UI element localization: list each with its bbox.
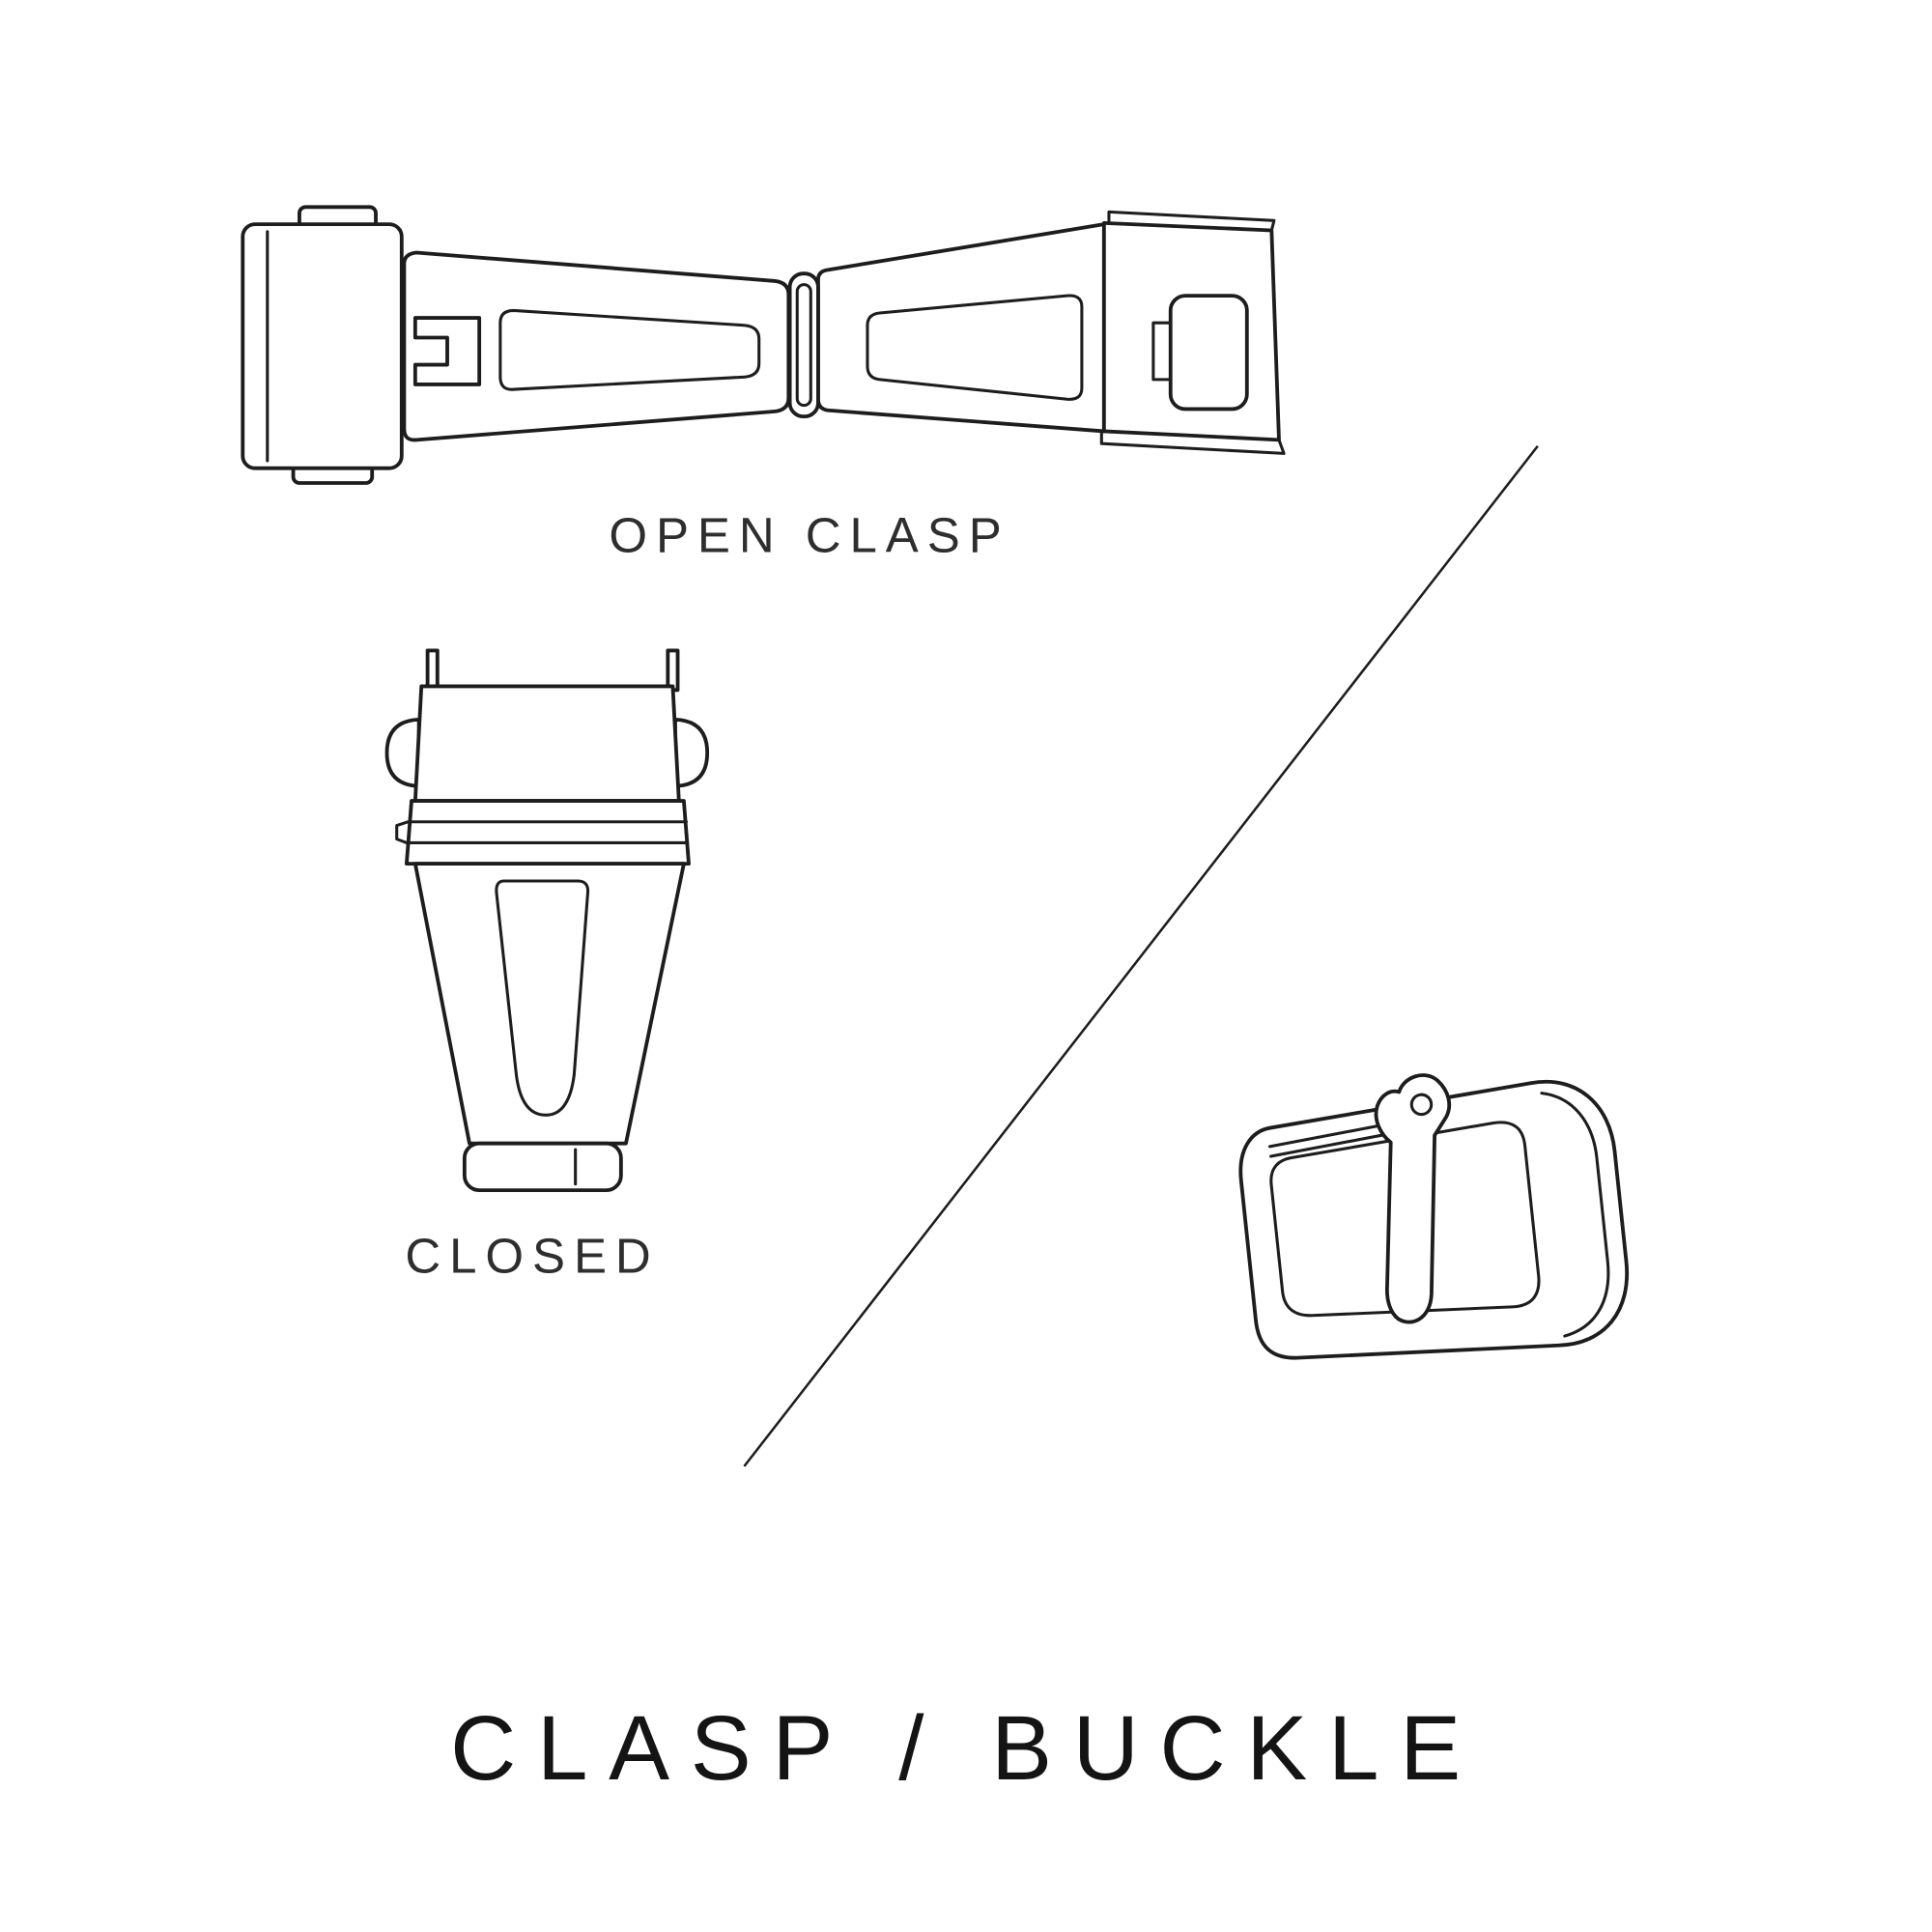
open-clasp-catch — [1168, 294, 1249, 412]
open-clasp-left-arm-inner — [498, 308, 761, 391]
open-clasp-right-end-top-edge — [1107, 210, 1276, 233]
closed-clasp-right-tab — [673, 717, 710, 788]
closed-clasp-right-prong — [666, 648, 680, 693]
open-clasp-label: OPEN CLASP — [609, 507, 1009, 562]
open-clasp-hinge-inner — [795, 283, 812, 408]
open-clasp-illustration — [241, 205, 1286, 485]
open-clasp-right-arm-inner — [866, 294, 1084, 401]
open-clasp-hinge — [787, 271, 820, 419]
open-clasp-hook — [412, 316, 482, 386]
closed-clasp-left-prong — [425, 648, 440, 693]
buckle-tang-loop — [1409, 1093, 1434, 1117]
page-title: CLASP / BUCKLE — [450, 1698, 1482, 1800]
closed-clasp-body — [412, 862, 686, 1146]
closed-clasp-left-tab — [384, 717, 421, 788]
buckle-band-edge — [1540, 1092, 1610, 1338]
closed-clasp-body-slot — [495, 879, 590, 1117]
open-clasp-left-block — [241, 222, 404, 470]
open-clasp-catch-tab — [1151, 321, 1173, 382]
diagonal-divider-line — [743, 444, 1539, 1467]
closed-clasp-band-lines — [406, 820, 690, 844]
closed-label: CLOSED — [405, 1229, 659, 1284]
buckle-frame-opening — [1269, 1121, 1541, 1318]
closed-clasp-foot — [462, 1141, 623, 1193]
closed-clasp-illustration — [384, 648, 710, 1193]
closed-clasp-band-notch — [395, 820, 410, 844]
open-clasp-right-arm — [816, 222, 1106, 434]
closed-clasp-top-block — [412, 684, 681, 803]
open-clasp-right-end-bottom-edge — [1099, 431, 1286, 455]
open-clasp-left-arm — [402, 250, 791, 442]
closed-clasp-band — [405, 799, 691, 867]
tang-buckle-illustration — [1238, 1073, 1630, 1360]
buckle-tang — [1374, 1073, 1452, 1324]
